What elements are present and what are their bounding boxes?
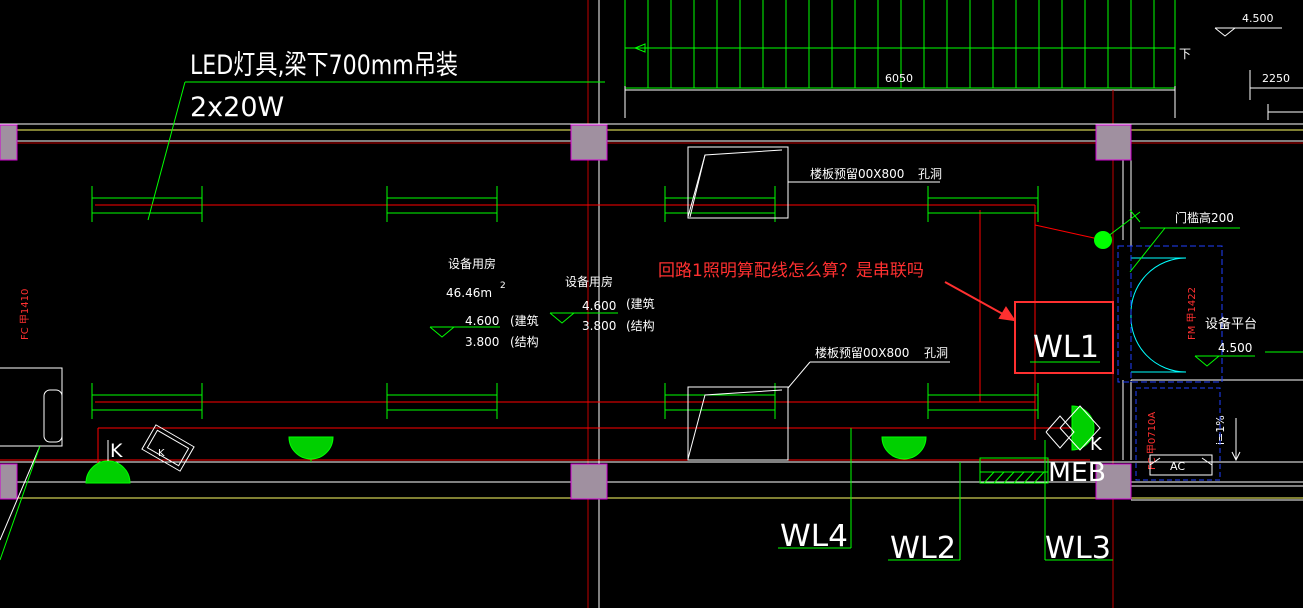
fixture-note: LED灯具,梁下700mm吊装 xyxy=(190,50,458,81)
switch-k-left xyxy=(85,440,131,484)
stair-dimension xyxy=(624,86,1176,118)
slab-opening-bottom xyxy=(687,386,789,461)
wl-leaders xyxy=(778,361,1113,561)
hole-word-bottom: 孔洞 xyxy=(924,346,948,360)
meb-label: MEB xyxy=(1048,458,1106,488)
meb-switch-k: K xyxy=(1090,434,1103,455)
dim-2250: 2250 xyxy=(1262,72,1290,85)
wl1-label: WL1 xyxy=(1033,330,1099,365)
door-swing xyxy=(1130,257,1187,373)
elev-arch-2: 4.600 xyxy=(582,299,616,313)
fm-door-label: FM 甲1422 xyxy=(1187,287,1198,340)
led-fixture xyxy=(927,186,1039,222)
equipment-box-k: K xyxy=(158,448,165,459)
left-equipment xyxy=(0,367,63,541)
dim-6050: 6050 xyxy=(885,72,913,85)
elev-arch-1: 4.600 xyxy=(465,314,499,328)
wl3-label: WL3 xyxy=(1045,531,1111,566)
stair-down-label: 下 xyxy=(1179,47,1191,61)
led-fixture xyxy=(91,186,203,222)
left-leader xyxy=(0,445,41,561)
slope-arrow xyxy=(1231,418,1241,462)
fixture-power: 2x20W xyxy=(190,92,284,123)
fixture-leader xyxy=(147,81,605,221)
led-fixture xyxy=(91,383,203,419)
elev-struct-2: 3.800 xyxy=(582,319,616,333)
threshold-leader xyxy=(1129,227,1240,273)
platform-elev-marker xyxy=(1194,351,1303,367)
room1-name: 设备用房 xyxy=(448,256,496,271)
yellow-lines xyxy=(0,129,1303,499)
meb-panel xyxy=(979,457,1049,484)
right-frame xyxy=(1135,387,1221,481)
slab-hole-bottom-label: 楼板预留00X800 xyxy=(815,345,909,360)
platform-label: 设备平台 xyxy=(1205,316,1257,332)
note-struct-2: (结构 xyxy=(626,318,655,333)
led-fixture xyxy=(927,383,1039,419)
elevation-markers xyxy=(429,312,618,338)
ac-label: AC xyxy=(1170,460,1185,473)
note-arch-1: (建筑 xyxy=(510,313,539,328)
annotation-arrow xyxy=(944,281,1017,322)
pendant-lamp xyxy=(288,436,334,462)
slab-leaders xyxy=(787,181,950,389)
note-arch-2: (建筑 xyxy=(626,296,655,311)
led-fixtures xyxy=(91,186,1039,419)
ac-unit xyxy=(1149,454,1213,476)
elev-top-marker xyxy=(1214,27,1282,37)
slope-label: i=1% xyxy=(1214,415,1227,445)
slab-opening-top xyxy=(687,146,789,219)
annotation-question: 回路1照明算配线怎么算？是串联吗 xyxy=(658,261,924,281)
pendant-lamp xyxy=(881,436,927,460)
threshold-label: 门槛高200 xyxy=(1175,210,1234,225)
door-frame xyxy=(1117,245,1223,383)
corner-arrow xyxy=(1267,104,1303,120)
fc-left-label: FC 甲1410 xyxy=(20,289,31,340)
room1-area-sup: 2 xyxy=(500,281,506,291)
room1-area: 46.46m xyxy=(446,286,492,300)
wl4-label: WL4 xyxy=(780,519,848,554)
wl2-label: WL2 xyxy=(890,531,956,566)
annotation-box xyxy=(1014,301,1114,374)
led-fixture xyxy=(664,186,776,222)
slab-hole-top-label: 楼板预留00X800 xyxy=(810,166,904,181)
meb-switch xyxy=(1045,405,1101,451)
dim-2250-line xyxy=(1249,70,1303,100)
led-fixture xyxy=(386,383,498,419)
elev-struct-1: 3.800 xyxy=(465,335,499,349)
hole-word-top: 孔洞 xyxy=(918,167,942,181)
elev-top: 4.500 xyxy=(1242,12,1274,25)
green-dot xyxy=(1094,209,1141,249)
columns xyxy=(0,124,1132,500)
equipment-box xyxy=(141,424,195,472)
led-fixture xyxy=(386,186,498,222)
switch-k-label: K xyxy=(110,440,123,462)
platform-elev: 4.500 xyxy=(1218,341,1252,355)
fc-right-label: FC 甲0710A xyxy=(1147,412,1158,470)
room2-name: 设备用房 xyxy=(565,274,613,289)
note-struct-1: (结构 xyxy=(510,334,539,349)
led-fixture xyxy=(664,383,776,419)
stair xyxy=(624,0,1176,89)
